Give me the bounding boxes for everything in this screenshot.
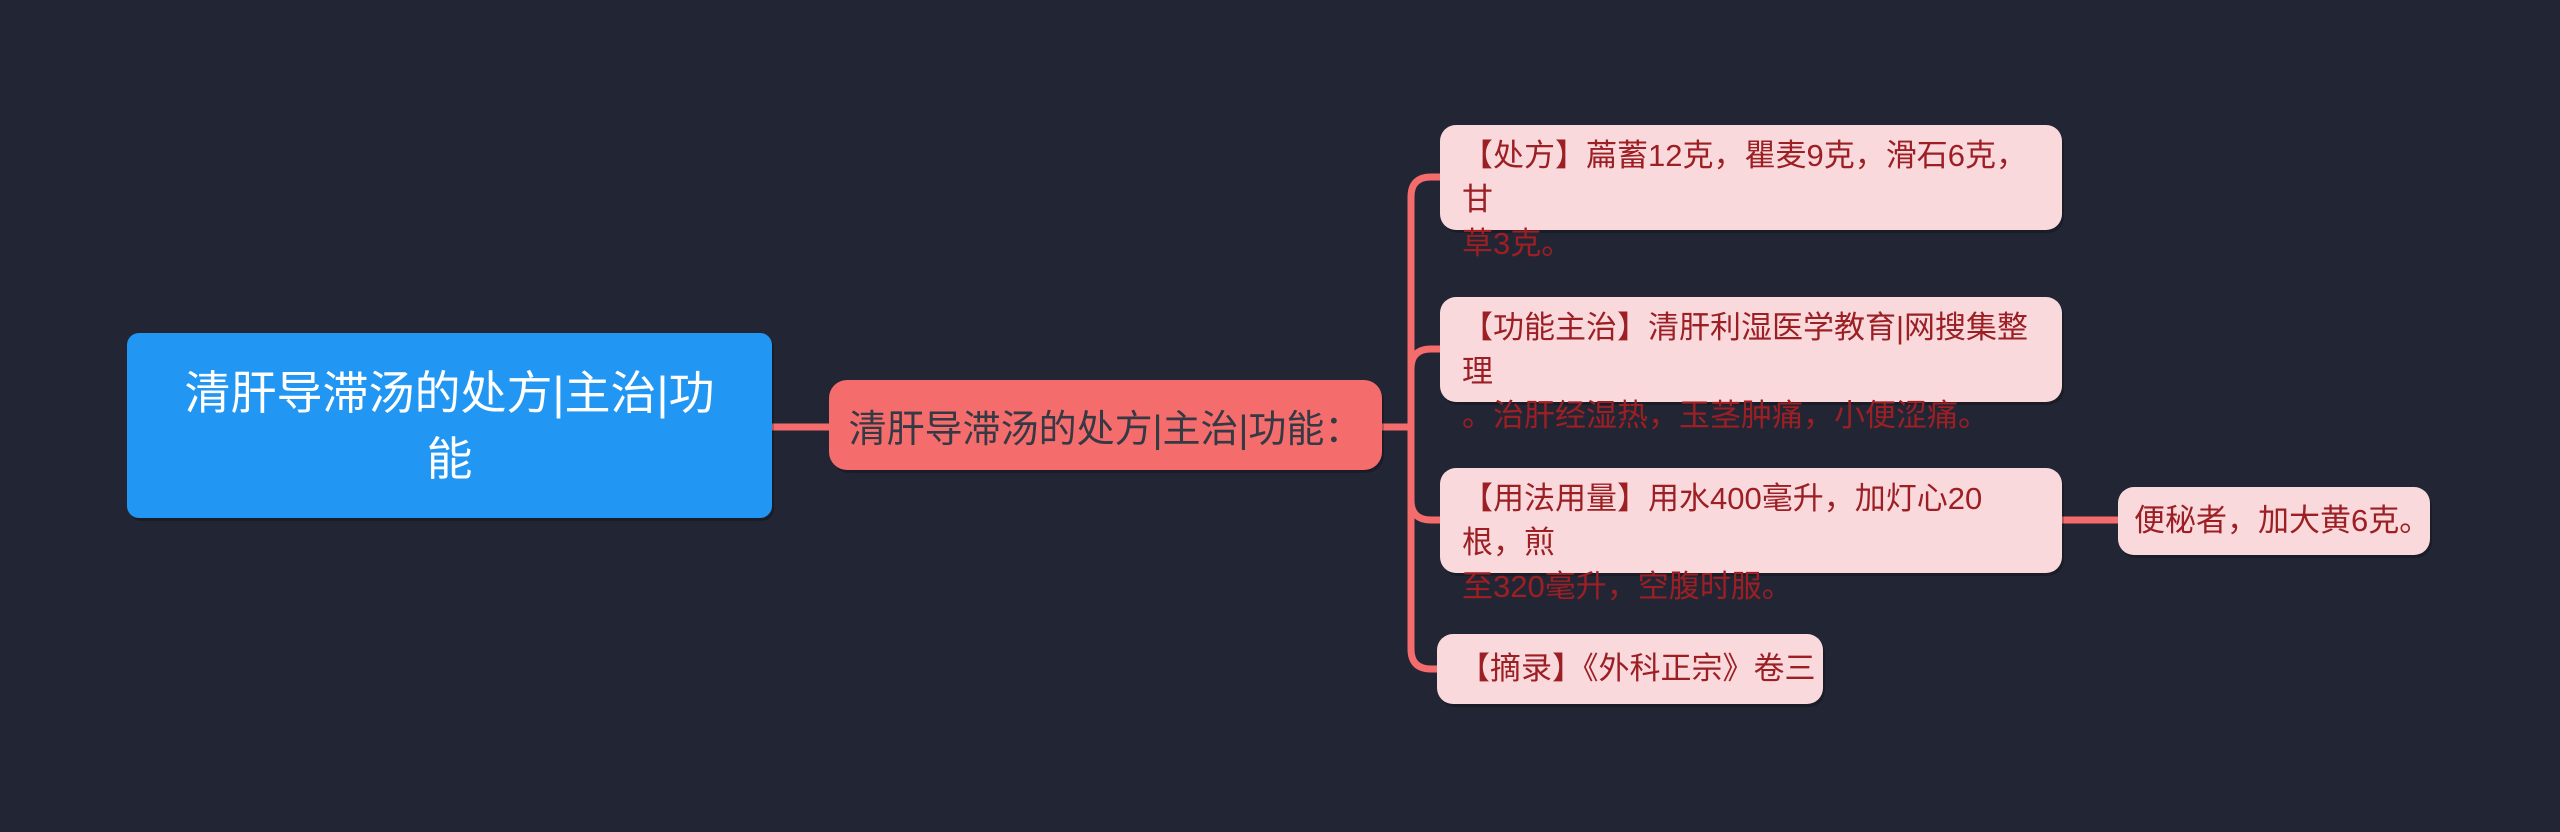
branch-node-zhailu[interactable]: 【摘录】《外科正宗》卷三 [1437, 634, 1823, 704]
branch-node-chufang[interactable]: 【处方】萹蓄12克，瞿麦9克，滑石6克，甘 草3克。 [1440, 125, 2062, 261]
edge-center-branch3 [1378, 423, 1444, 524]
branch-node-gongneng-zhuzhi[interactable]: 【功能主治】清肝利湿医学教育|网搜集整理 。治肝经湿热，玉茎肿痛，小便涩痛。 [1440, 297, 2062, 433]
edge-center-branch1 [1378, 173, 1444, 431]
center-node[interactable]: 清肝导滞汤的处方|主治|功能： [829, 380, 1382, 470]
edge-center-branch2 [1378, 345, 1444, 431]
edge-center-branch4 [1378, 423, 1441, 673]
root-node[interactable]: 清肝导滞汤的处方|主治|功 能 [127, 333, 772, 518]
sub-branch-node-bianmi[interactable]: 便秘者，加大黄6克。 [2118, 487, 2430, 555]
branch-node-yongfa-yongliang[interactable]: 【用法用量】用水400毫升，加灯心20根，煎 至320毫升，空腹时服。 [1440, 468, 2062, 604]
